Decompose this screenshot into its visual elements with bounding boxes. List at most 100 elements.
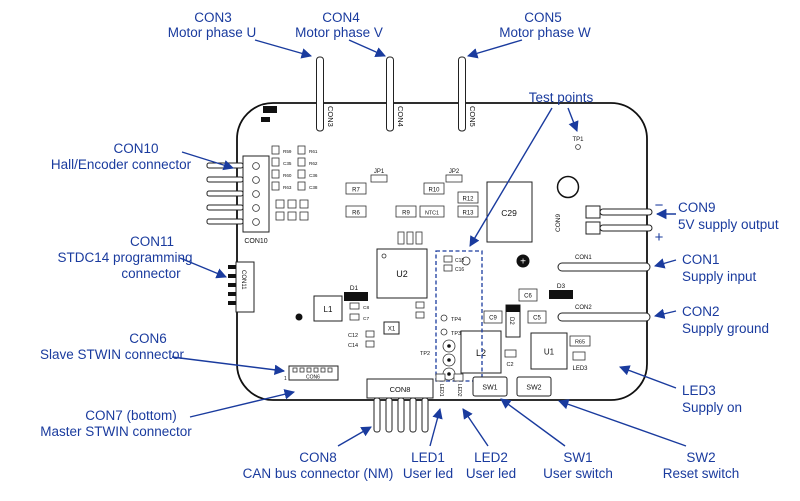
con10-hole <box>252 162 260 170</box>
con4-silk-label: CON4 <box>396 106 405 127</box>
smd-pad <box>415 311 425 319</box>
con11-callout-desc1: STDC14 programming <box>57 250 192 265</box>
polarity-mark <box>516 254 530 268</box>
led2-arrow <box>462 408 489 447</box>
con10-connector: CON10 <box>206 155 270 245</box>
con6-pad <box>299 367 305 373</box>
callout-labels: CON3 Motor phase U CON4 Motor phase V CO… <box>40 10 779 481</box>
smd-pad <box>297 169 306 179</box>
con10-silk-label: CON10 <box>244 238 267 245</box>
con6-pad <box>313 367 319 373</box>
r59-label: R59 <box>283 149 292 154</box>
r12-body <box>457 191 479 204</box>
con10-pin <box>206 204 244 211</box>
con2-callout-title: CON2 <box>682 304 720 319</box>
smd-pad <box>415 301 425 309</box>
u2-label: U2 <box>396 269 408 279</box>
con3-pin <box>316 56 324 132</box>
led3-silk-label: LED3 <box>572 366 588 372</box>
l2-body <box>460 330 502 374</box>
smd-pad <box>275 211 285 221</box>
con10-hole <box>252 204 260 212</box>
d2-label: D2 <box>508 317 514 325</box>
tp4-label: TP4 <box>451 317 461 323</box>
smd-pad <box>271 181 280 191</box>
u1-label: U1 <box>544 348 555 357</box>
con6-pad <box>320 367 326 373</box>
con6-pad <box>306 367 312 373</box>
smd-pad <box>287 211 297 221</box>
r60-label: R60 <box>283 173 292 178</box>
con10-pin <box>206 190 244 197</box>
board-dot <box>295 313 303 321</box>
r12-label: R12 <box>462 197 474 203</box>
con11-connector: CON11 <box>228 261 255 313</box>
resistor-cluster: R59 R61 C35 R62 R60 C36 R63 C38 <box>271 145 318 221</box>
d3-label: D3 <box>557 283 566 290</box>
c5-label: C5 <box>533 316 541 322</box>
c2-label: C2 <box>506 362 513 368</box>
c5-body <box>527 310 547 324</box>
smd-pad <box>297 145 306 155</box>
test-loop-hole <box>447 372 451 376</box>
c6-label: C6 <box>524 294 532 300</box>
led2-body <box>453 373 464 382</box>
led1-arrow <box>429 407 443 447</box>
con11-silk-label: CON11 <box>240 270 246 290</box>
tp1-label: TP1 <box>572 137 584 143</box>
smd-pad <box>415 231 423 245</box>
con6-callout-title: CON6 <box>129 331 167 346</box>
sw1-callout-desc: User switch <box>543 466 613 481</box>
test-points-callout: Test points <box>529 90 594 105</box>
r13-label: R13 <box>462 211 474 217</box>
sw2-body <box>516 376 552 397</box>
con7-arrow <box>189 389 296 418</box>
con5-silk-label: CON5 <box>468 106 477 127</box>
con9-silk-label: CON9 <box>555 214 562 232</box>
con9-pin <box>599 208 653 216</box>
tp2-label: TP2 <box>420 351 430 357</box>
con10-hole <box>252 176 260 184</box>
con6-callout-desc: Slave STWIN connector <box>40 347 185 362</box>
con9-minus-sign: − <box>655 197 664 214</box>
c38-label: C38 <box>309 185 318 190</box>
con8-callout-desc: CAN bus connector (NM) <box>243 466 394 481</box>
con9-pin <box>599 224 653 232</box>
smd-pad <box>406 231 414 245</box>
smd-pad <box>299 211 309 221</box>
con2-silk-label: CON2 <box>575 305 592 311</box>
led1-silk-label: LED1 <box>438 384 444 397</box>
con9-pad <box>585 221 601 235</box>
r61-label: R61 <box>309 149 318 154</box>
con10-pin <box>206 176 244 183</box>
con3-callout-desc: Motor phase U <box>168 25 257 40</box>
test-points-arrow-2 <box>567 107 579 132</box>
con11-arrow <box>179 257 227 279</box>
con2-arrow <box>653 308 677 319</box>
u1-body <box>530 332 568 370</box>
con6-pad <box>292 367 298 373</box>
con3-silk-label: CON3 <box>326 106 335 127</box>
con8-pin <box>397 397 405 433</box>
ntc1-body <box>419 205 445 218</box>
con8-pin <box>373 397 381 433</box>
con7-callout-title: CON7 (bottom) <box>85 408 177 423</box>
r10-body <box>423 182 445 195</box>
r10-label: R10 <box>428 188 440 194</box>
c29-body <box>486 181 533 243</box>
r9-body <box>395 205 417 218</box>
tp3-pad <box>440 328 448 336</box>
con8-silk-label: CON8 <box>390 385 411 394</box>
smd-pad <box>297 181 306 191</box>
con10-callout-desc: Hall/Encoder connector <box>51 157 192 172</box>
con8-arrow <box>337 426 372 447</box>
con9-callout-desc: 5V supply output <box>678 217 779 232</box>
sw2-silk-label: SW2 <box>526 385 541 392</box>
smd-pad <box>349 313 360 321</box>
tp3-label: TP3 <box>451 331 461 337</box>
con4-callout-desc: Motor phase V <box>295 25 383 40</box>
smd-pad <box>297 157 306 167</box>
led2-callout-desc: User led <box>466 466 516 481</box>
r7-body <box>345 182 367 195</box>
